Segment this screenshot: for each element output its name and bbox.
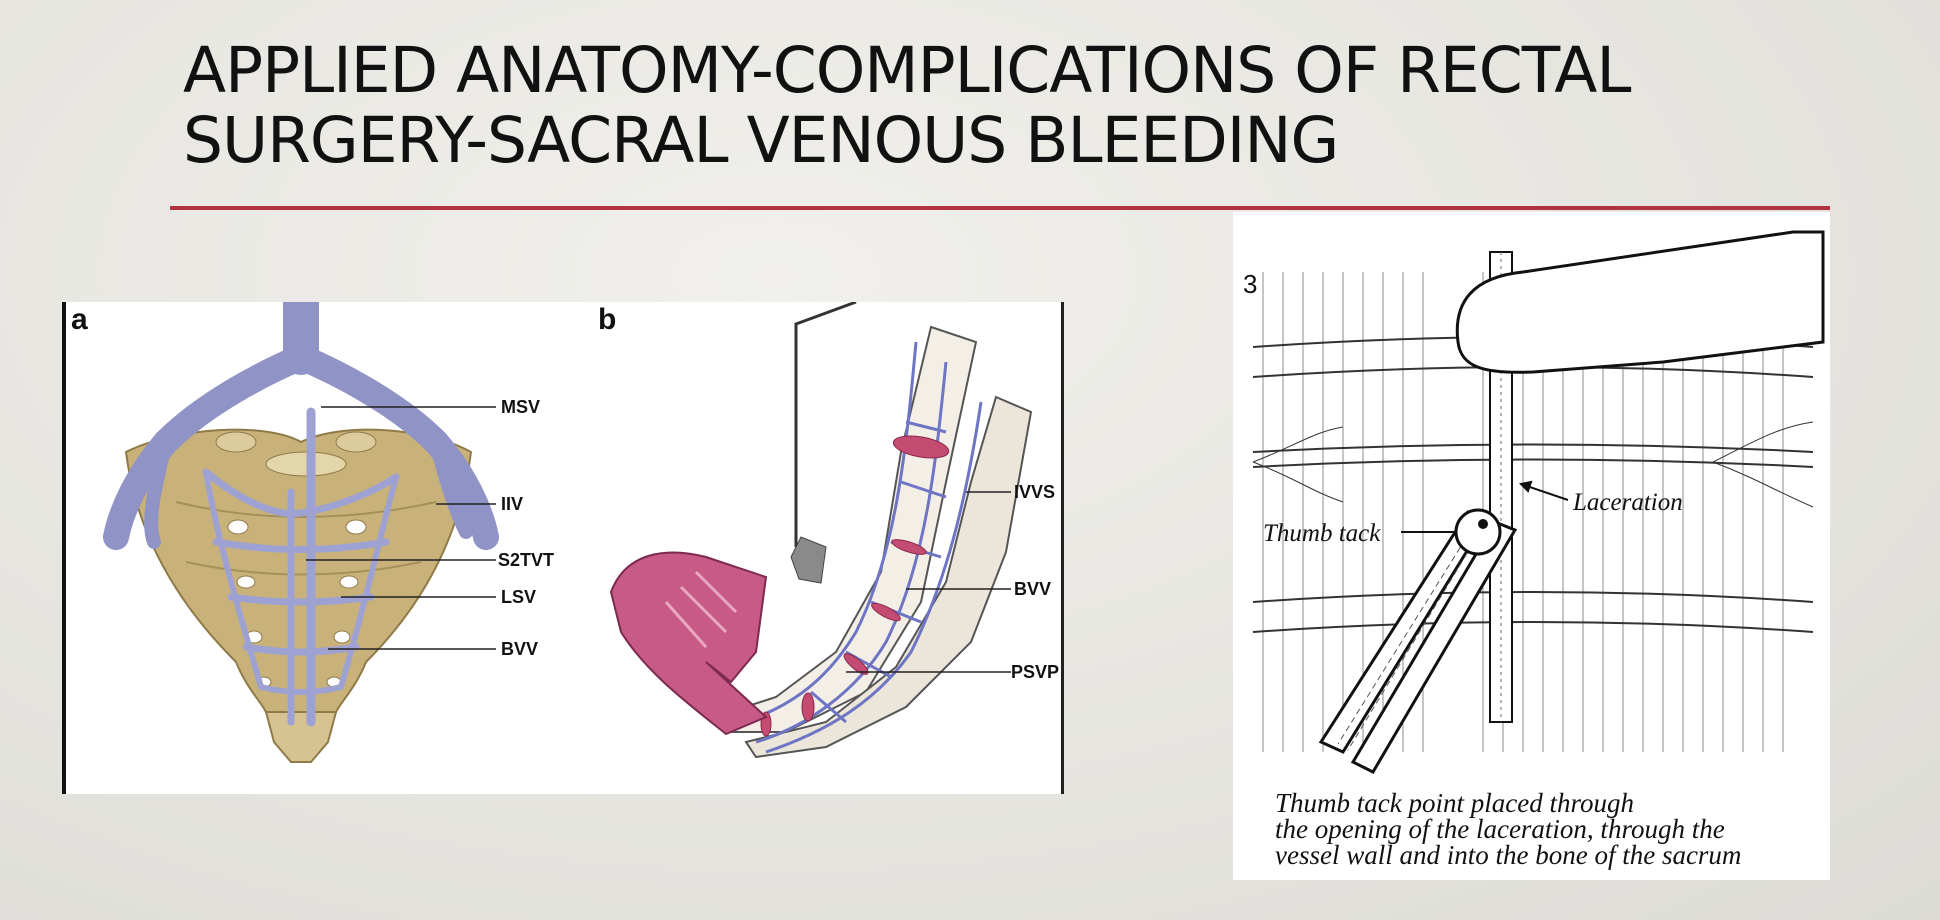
figure-b-panel-label: b [598,303,616,336]
caption-line-3: vessel wall and into the bone of the sac… [1275,840,1741,870]
label-iiv: IIV [501,494,523,514]
slide-title-line-1: APPLIED ANATOMY-COMPLICATIONS OF RECTAL [183,34,1632,107]
forceps-illustration [1318,510,1518,774]
label-bvv-a: BVV [501,639,538,659]
label-msv: MSV [501,397,540,417]
figure-3-leader-lines [1401,480,1569,533]
thumb-tack-technique-figure: 3 Laceration Thumb tack Thumb tack point… [1233,212,1830,880]
sagittal-spine-illustration [609,300,1033,759]
slide-title: APPLIED ANATOMY-COMPLICATIONS OF RECTAL … [183,36,1783,176]
figure-a-panel-label: a [71,303,88,336]
label-s2tvt: S2TVT [498,550,554,570]
thumb-tack-icon [1454,508,1502,556]
thumb-tack-illustration: 3 Laceration Thumb tack Thumb tack point… [1243,230,1825,870]
caption-line-1: Thumb tack point placed through [1275,788,1634,818]
label-ivvs: IVVS [1014,482,1055,502]
title-divider [170,206,1830,210]
label-bvv-b: BVV [1014,579,1051,599]
figure-3-panel-label: 3 [1243,269,1257,299]
finger-illustration [1455,230,1825,374]
sacral-veins [103,284,499,727]
label-psvp: PSVP [1011,662,1059,682]
thumb-tack-label: Thumb tack [1263,520,1381,547]
sacrum-illustration [124,428,473,763]
caption-line-2: the opening of the laceration, through t… [1275,814,1725,844]
figure-b-leader-lines [846,491,1011,673]
label-lsv: LSV [501,587,536,607]
laceration-label: Laceration [1572,489,1683,516]
sacral-venous-anatomy-figure: a MSV IIV S2TVT LSV BVV b [62,284,1064,794]
slide-title-line-2: SURGERY-SACRAL VENOUS BLEEDING [183,104,1339,177]
sacral-venous-anatomy-illustration: a MSV IIV S2TVT LSV BVV b [71,284,1059,763]
figure-a-leader-lines [306,406,496,650]
